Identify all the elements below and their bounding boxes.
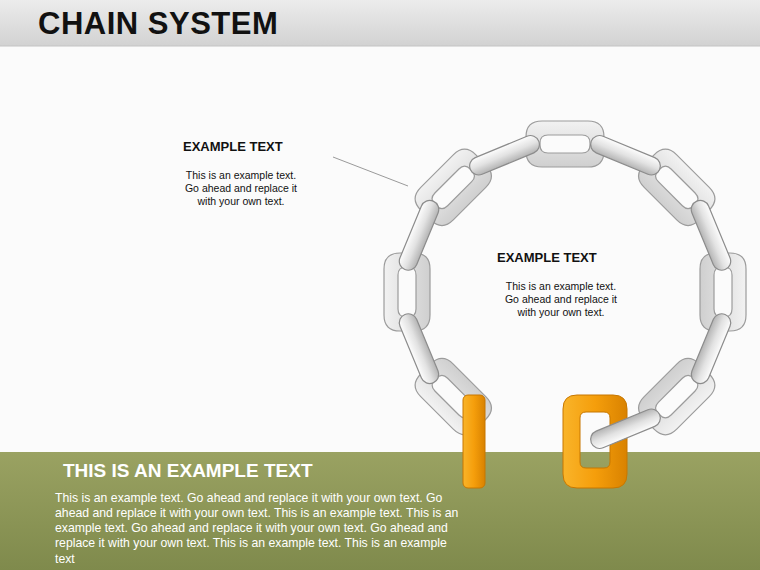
callout-body: This is an example text. Go ahead and re… [182,169,300,207]
chain-link-edge [467,133,542,178]
letter-i-shape [463,395,485,488]
slide-title: CHAIN SYSTEM [38,6,278,42]
chain-link-edge [688,311,733,386]
chain-link-edge [588,133,663,178]
chain-link-edge [397,198,442,273]
leader-line [333,157,408,186]
footer-heading: THIS IS AN EXAMPLE TEXT [55,460,461,483]
title-rule [0,46,760,47]
chain-link-edge [688,198,733,273]
callout-heading: EXAMPLE TEXT [183,139,333,155]
chain-links [384,121,746,440]
chain-link-edge [397,311,442,386]
footer-block: THIS IS AN EXAMPLE TEXT This is an exampl… [55,460,461,567]
footer-band [0,452,760,570]
block-body: This is an example text. Go ahead and re… [482,280,632,319]
title-bar [0,0,760,46]
footer-body: This is an example text. Go ahead and re… [55,491,461,567]
chain-link-edge [588,406,663,451]
chain-edge-links [397,133,734,451]
chain-center-block: EXAMPLE TEXT This is an example text. Go … [482,250,632,319]
block-heading: EXAMPLE TEXT [482,250,632,266]
